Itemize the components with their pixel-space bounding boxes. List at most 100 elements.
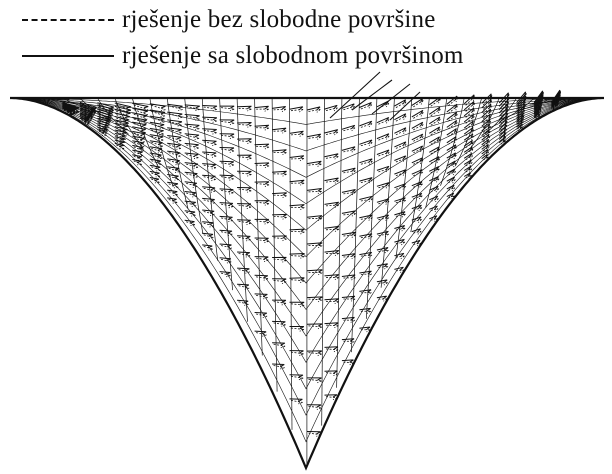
vector-arrow-no-free-surface (116, 124, 128, 131)
vector-arrow-free-surface (306, 323, 323, 327)
domain-boundary (10, 96, 604, 471)
vector-arrow-no-free-surface (273, 194, 287, 199)
vector-arrow-no-free-surface (413, 99, 424, 108)
vector-arrow-free-surface (376, 198, 390, 203)
vector-arrow-free-surface (429, 166, 440, 172)
vector-arrow-free-surface (149, 146, 163, 151)
vector-arrow-free-surface (359, 307, 371, 312)
vector-arrow-free-surface (411, 181, 423, 187)
vector-arrow-free-surface (237, 251, 251, 256)
vector-arrow-no-free-surface (308, 325, 323, 330)
vector-arrow-free-surface (394, 197, 406, 202)
vector-arrow-no-free-surface (448, 130, 458, 137)
vector-arrow-free-surface (289, 350, 304, 354)
vector-arrow-no-free-surface (360, 198, 373, 203)
vector-arrow-free-surface (446, 168, 456, 174)
surface-vector-arrow (329, 71, 381, 119)
vector-arrow-no-free-surface (413, 242, 422, 247)
mesh-line-radial (271, 97, 278, 392)
vector-arrow-no-free-surface (221, 162, 235, 167)
vector-arrow-no-free-surface (256, 239, 269, 244)
vector-arrow-free-surface (184, 104, 201, 109)
vector-arrow-free-surface (219, 243, 232, 248)
vector-arrow-free-surface (202, 244, 213, 249)
vector-arrow-no-free-surface (203, 234, 214, 239)
vector-arrow-free-surface (149, 121, 165, 127)
vector-arrow-no-free-surface (360, 160, 373, 165)
vector-arrow-free-surface (219, 174, 234, 179)
vector-arrow-no-free-surface (395, 171, 407, 176)
vector-arrow-free-surface (237, 170, 252, 175)
vector-arrow-no-free-surface (395, 241, 406, 246)
mesh-line-radial (321, 97, 325, 426)
vector-arrow-no-free-surface (238, 204, 252, 209)
mesh-line-radial (97, 97, 129, 135)
vector-arrow-no-free-surface (378, 168, 390, 173)
vector-arrow-free-surface (184, 171, 198, 176)
vector-arrow-no-free-surface (448, 195, 455, 200)
vector-arrow-no-free-surface (116, 144, 125, 150)
vector-arrow-free-surface (149, 140, 163, 145)
vector-arrow-no-free-surface (151, 123, 165, 130)
vector-arrow-no-free-surface (168, 191, 178, 196)
vector-arrow-no-free-surface (290, 206, 305, 210)
vector-arrow-no-free-surface (360, 104, 373, 110)
vector-arrow-no-free-surface (343, 277, 356, 281)
vector-arrow-free-surface (254, 293, 268, 297)
vector-arrow-free-surface (289, 228, 305, 232)
vector-arrow-free-surface (376, 133, 390, 140)
mesh-line-radial (395, 97, 413, 259)
vector-arrow-no-free-surface (378, 184, 390, 189)
vector-arrow-free-surface (411, 216, 422, 221)
vector-arrow-free-surface (167, 111, 183, 117)
vector-arrow-no-free-surface (151, 129, 164, 136)
vector-arrow-free-surface (306, 188, 322, 192)
mesh-line-radial (219, 97, 233, 291)
vector-arrow-free-surface (132, 135, 145, 141)
vector-arrow-no-free-surface (151, 111, 166, 118)
vector-arrow-no-free-surface (413, 219, 422, 223)
vector-arrow-no-free-surface (203, 199, 216, 205)
vector-arrow-no-free-surface (256, 220, 270, 225)
vector-arrow-free-surface (184, 152, 199, 157)
vector-arrow-no-free-surface (151, 160, 162, 166)
vector-arrow-no-free-surface (151, 147, 163, 154)
vector-arrow-no-free-surface (133, 141, 145, 148)
vector-arrow-no-free-surface (290, 400, 303, 405)
vector-arrow-no-free-surface (273, 108, 287, 112)
vector-arrow-free-surface (219, 188, 234, 192)
vector-arrow-free-surface (272, 213, 287, 218)
vector-arrow-free-surface (219, 160, 235, 165)
mesh-line-radial (351, 97, 360, 353)
vector-arrow-free-surface (167, 158, 180, 163)
vector-arrow-free-surface (341, 146, 356, 151)
mesh-line-radial (336, 97, 343, 388)
vector-arrow-no-free-surface (413, 123, 424, 131)
vector-arrow-no-free-surface (308, 190, 322, 194)
vector-arrow-no-free-surface (256, 332, 267, 337)
vector-arrow-no-free-surface (116, 107, 131, 115)
vector-arrow-no-free-surface (186, 154, 199, 160)
vector-arrow-free-surface (341, 295, 356, 300)
vector-arrow-no-free-surface (98, 110, 113, 118)
vector-arrow-free-surface (341, 167, 356, 172)
vector-arrow-free-surface (289, 204, 305, 208)
vector-arrow-no-free-surface (168, 121, 183, 127)
vector-arrow-free-surface (254, 330, 267, 335)
vector-arrow-no-free-surface (151, 172, 161, 178)
vector-arrow-no-free-surface (465, 161, 473, 167)
vector-arrow-free-surface (289, 179, 305, 184)
vector-arrow-free-surface (376, 214, 390, 219)
mesh-line-radial (184, 97, 204, 234)
vector-arrow-no-free-surface (151, 154, 162, 160)
vector-arrow-free-surface (237, 154, 252, 158)
vector-arrow-free-surface (149, 134, 164, 139)
vector-arrow-free-surface (149, 127, 164, 133)
vector-arrow-no-free-surface (308, 405, 322, 410)
vector-arrow-no-free-surface (203, 141, 217, 147)
vector-arrow-free-surface (306, 242, 323, 246)
vector-arrow-free-surface (306, 404, 322, 408)
vector-arrow-free-surface (289, 106, 304, 110)
vector-arrow-free-surface (184, 200, 196, 205)
vector-arrow-no-free-surface (116, 114, 130, 121)
